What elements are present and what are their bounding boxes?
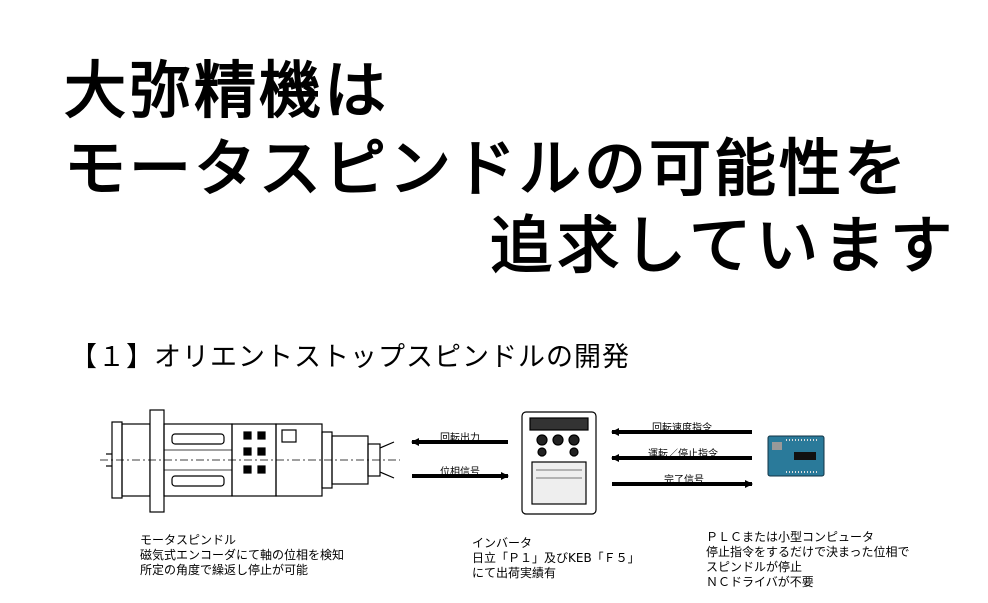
caption-inverter-line: 日立「Ｐ１」及びKEB「Ｆ５」	[472, 551, 640, 565]
caption-inverter-line: インバータ	[472, 536, 533, 550]
caption-spindle-line: 所定の角度で繰返し停止が可能	[140, 563, 309, 577]
caption-inverter: インバータ 日立「Ｐ１」及びKEB「Ｆ５」 にて出荷実績有	[472, 536, 640, 581]
caption-plc-line: ＮＣドライバが不要	[706, 575, 814, 589]
caption-plc: ＰＬＣまたは小型コンピュータ 停止指令をするだけで決まった位相で スピンドルが停…	[706, 530, 910, 590]
caption-spindle-line: モータスピンドル	[140, 533, 237, 547]
headline-line-3: 追求しています	[490, 209, 958, 282]
caption-spindle: モータスピンドル 磁気式エンコーダにて軸の位相を検知 所定の角度で繰返し停止が可…	[140, 533, 344, 578]
caption-plc-line: スピンドルが停止	[706, 560, 803, 574]
label-run-stop-command: 運転／停止指令	[648, 449, 718, 460]
label-phase-signal: 位相信号	[440, 467, 480, 478]
caption-plc-line: 停止指令をするだけで決まった位相で	[706, 545, 910, 559]
label-speed-command: 回転速度指令	[652, 423, 712, 434]
controller-board-drawing	[767, 435, 825, 477]
section-title: 【１】オリエントストップスピンドルの開発	[70, 342, 630, 373]
label-rotation-output: 回転出力	[440, 433, 480, 444]
label-complete-signal: 完了信号	[664, 475, 704, 486]
headline-line-1: 大弥精機は	[64, 54, 390, 127]
headline-line-2: モータスピンドルの可能性を	[64, 132, 910, 205]
caption-inverter-line: にて出荷実績有	[472, 566, 557, 580]
caption-spindle-line: 磁気式エンコーダにて軸の位相を検知	[140, 548, 345, 562]
caption-plc-line: ＰＬＣまたは小型コンピュータ	[706, 530, 875, 544]
inverter-drawing	[521, 411, 597, 515]
motor-spindle-drawing	[100, 409, 400, 513]
